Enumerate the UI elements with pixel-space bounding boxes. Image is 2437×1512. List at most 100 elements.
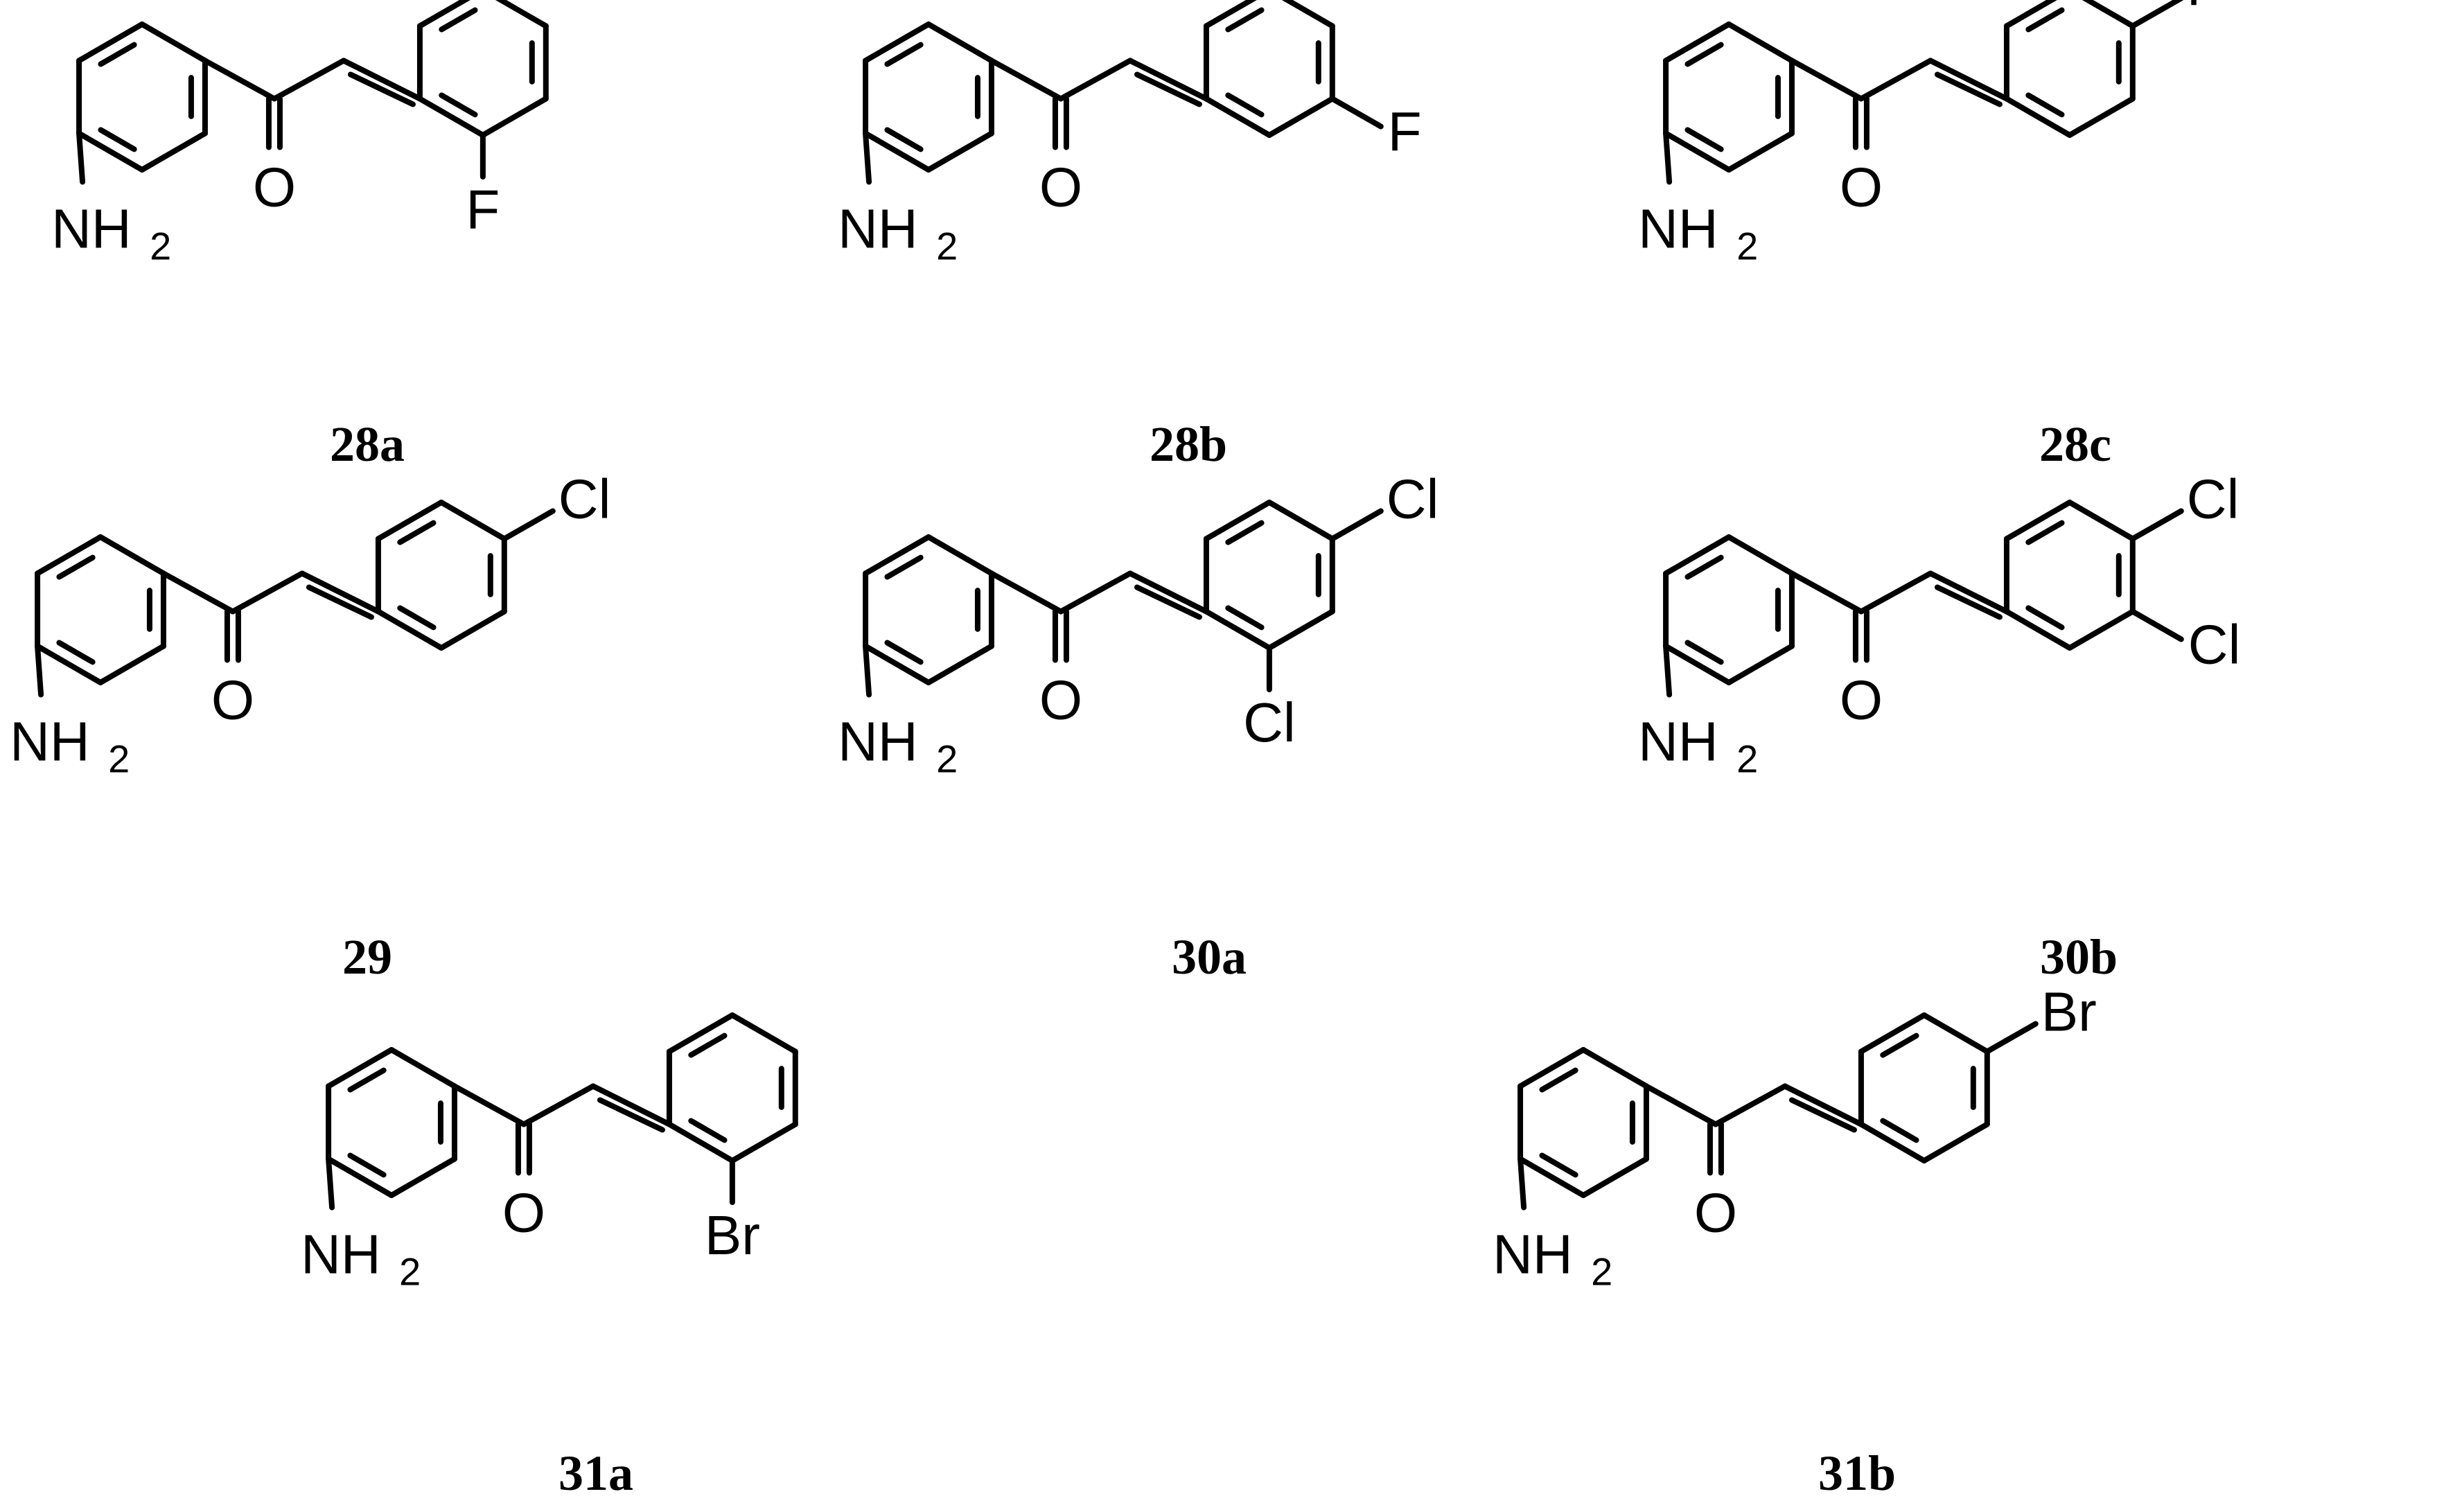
bond: [375, 500, 444, 542]
compound-label: 30b: [2040, 929, 2118, 985]
bond: [2003, 96, 2073, 138]
amine-label: NH: [1493, 1224, 1573, 1285]
bond: [729, 1121, 798, 1163]
compound-label: 28b: [1150, 416, 1227, 472]
bond: [139, 21, 208, 64]
molecule-28c: NH2OF28c: [1638, 0, 2221, 472]
bond: [35, 643, 44, 698]
amine-subscript: 2: [399, 1250, 421, 1294]
bond: [688, 1118, 728, 1143]
bond: [2129, 508, 2184, 542]
bond: [2025, 92, 2065, 118]
bond: [1781, 1083, 1864, 1127]
carbonyl-oxygen: O: [1840, 157, 1883, 218]
bond: [1329, 508, 1384, 542]
bond: [229, 570, 305, 615]
amine-subscript: 2: [936, 225, 958, 268]
bond: [76, 21, 145, 64]
bond: [1858, 1121, 1927, 1163]
bond: [98, 127, 137, 152]
bond: [863, 643, 872, 698]
bond: [666, 1121, 735, 1163]
bond: [1788, 570, 1864, 615]
bond: [1581, 1156, 1649, 1198]
bond: [1927, 570, 2009, 615]
bond: [438, 608, 507, 651]
bond: [1203, 608, 1272, 651]
bond: [340, 58, 423, 102]
substituent-cl: Cl: [1243, 692, 1296, 753]
bond: [451, 1083, 527, 1127]
bond: [1225, 605, 1265, 631]
bond: [389, 1156, 457, 1198]
compound-label: 31b: [1818, 1445, 1896, 1501]
bond: [1643, 1083, 1718, 1127]
carbonyl-oxygen: O: [1840, 669, 1883, 731]
bond: [1225, 520, 1265, 545]
bond: [389, 1047, 457, 1089]
bond: [1057, 570, 1133, 615]
bond: [2025, 7, 2065, 33]
bond: [375, 608, 444, 651]
bond: [1663, 130, 1673, 185]
bond: [1266, 500, 1335, 542]
carbonyl-oxygen: O: [211, 669, 254, 731]
bond: [1517, 1047, 1586, 1089]
substituent-br: Br: [2041, 981, 2097, 1043]
bond: [2025, 605, 2065, 631]
bond: [2025, 520, 2065, 545]
bond: [326, 1156, 394, 1198]
bond: [1880, 1118, 1919, 1143]
bond: [863, 130, 872, 185]
bond: [347, 1152, 387, 1178]
substituent-cl: Cl: [558, 468, 611, 530]
bond: [98, 643, 166, 685]
bond: [2066, 608, 2136, 651]
amine-subscript: 2: [936, 737, 958, 781]
amine-label: NH: [838, 198, 918, 260]
bond: [2003, 500, 2073, 542]
bond: [1880, 1032, 1919, 1058]
bond: [863, 21, 931, 64]
bond: [1858, 58, 1933, 102]
bond: [2003, 0, 2057, 29]
amine-subscript: 2: [1736, 737, 1758, 781]
bond: [416, 96, 486, 138]
bond: [688, 1032, 728, 1058]
bond: [1726, 534, 1795, 577]
substituent-cl: Cl: [2187, 468, 2240, 530]
bond: [1984, 1021, 2039, 1055]
carbonyl-oxygen: O: [1694, 1182, 1737, 1244]
bond: [863, 130, 931, 173]
bond: [884, 640, 924, 665]
bond: [729, 1012, 798, 1055]
bond: [98, 42, 137, 67]
amine-subscript: 2: [108, 737, 130, 781]
bond: [597, 1097, 665, 1133]
carbonyl-oxygen: O: [1039, 157, 1082, 218]
amine-label: NH: [10, 711, 90, 773]
bond: [988, 570, 1064, 615]
bond: [1663, 21, 1732, 64]
bond: [1934, 584, 2003, 620]
substituent-f: F: [466, 179, 500, 240]
bond: [1934, 71, 2003, 107]
bond: [495, 0, 549, 29]
bond: [863, 643, 931, 685]
bond: [1663, 643, 1673, 698]
carbonyl-oxygen: O: [502, 1182, 545, 1244]
bond: [1921, 1121, 1990, 1163]
bond: [35, 534, 103, 577]
bond: [1127, 58, 1209, 102]
bond: [1663, 643, 1732, 685]
bond: [271, 58, 346, 102]
bond: [76, 130, 86, 185]
amine-label: NH: [838, 711, 918, 773]
bond: [98, 534, 166, 577]
